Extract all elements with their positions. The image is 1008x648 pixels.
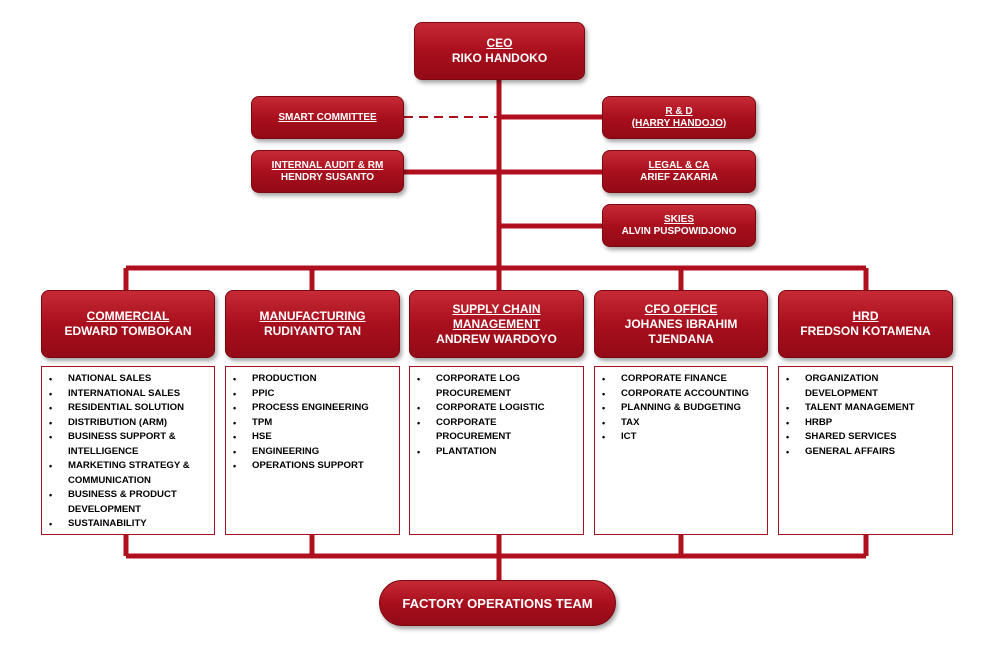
- division-head: ANDREW WARDOYO: [436, 331, 557, 346]
- smart-committee-label: SMART COMMITTEE: [278, 111, 377, 123]
- division-cfo-box: CFO OFFICE JOHANES IBRAHIM TJENDANA: [594, 290, 768, 358]
- list-item: CORPORATE FINANCE: [599, 372, 761, 387]
- legal-box: LEGAL & CA ARIEF ZAKARIA: [602, 150, 756, 193]
- commercial-function-list: NATIONAL SALES INTERNATIONAL SALES RESID…: [41, 366, 215, 535]
- division-manufacturing-box: MANUFACTURING RUDIYANTO TAN: [225, 290, 400, 358]
- list-item: PPIC: [230, 387, 393, 402]
- ceo-name: RIKO HANDOKO: [451, 51, 548, 65]
- smart-committee-box: SMART COMMITTEE: [251, 96, 404, 139]
- rnd-box: R & D (HARRY HANDOJO): [602, 96, 756, 139]
- internal-audit-head: HENDRY SUSANTO: [280, 171, 375, 183]
- list-item: TPM: [230, 416, 393, 431]
- list-item: SHARED SERVICES: [783, 430, 946, 445]
- list-item: DISTRIBUTION (ARM): [46, 416, 208, 431]
- division-head: RUDIYANTO TAN: [263, 324, 362, 338]
- hrd-function-list: ORGANIZATION DEVELOPMENT TALENT MANAGEME…: [778, 366, 953, 535]
- rnd-head: (HARRY HANDOJO): [631, 117, 727, 129]
- division-head: EDWARD TOMBOKAN: [64, 324, 192, 338]
- skies-head: ALVIN PUSPOWIDJONO: [621, 225, 737, 237]
- list-item: ICT: [599, 430, 761, 445]
- list-item: PLANTATION: [414, 445, 577, 460]
- list-item: NATIONAL SALES: [46, 372, 208, 387]
- cfo-function-list: CORPORATE FINANCE CORPORATE ACCOUNTING P…: [594, 366, 768, 535]
- division-title: MANUFACTURING: [259, 309, 366, 323]
- list-item: CORPORATE LOGISTIC: [414, 401, 577, 416]
- internal-audit-box: INTERNAL AUDIT & RM HENDRY SUSANTO: [251, 150, 404, 193]
- list-item: PROCESS ENGINEERING: [230, 401, 393, 416]
- skies-box: SKIES ALVIN PUSPOWIDJONO: [602, 204, 756, 247]
- list-item: RESIDENTIAL SOLUTION: [46, 401, 208, 416]
- list-item: INTERNATIONAL SALES: [46, 387, 208, 402]
- division-title: HRD: [852, 309, 879, 323]
- ceo-title: CEO: [486, 36, 513, 50]
- list-item: HRBP: [783, 416, 946, 431]
- list-item: CORPORATE PROCUREMENT: [414, 416, 577, 445]
- list-item: CORPORATE LOG PROCUREMENT: [414, 372, 577, 401]
- list-item: MARKETING STRATEGY & COMMUNICATION: [46, 459, 208, 488]
- supply-chain-function-list: CORPORATE LOG PROCUREMENT CORPORATE LOGI…: [409, 366, 584, 535]
- ceo-box: CEO RIKO HANDOKO: [414, 22, 585, 80]
- list-item: ORGANIZATION DEVELOPMENT: [783, 372, 946, 401]
- legal-title: LEGAL & CA: [648, 159, 710, 171]
- division-head: FREDSON KOTAMENA: [800, 324, 931, 338]
- list-item: BUSINESS SUPPORT & INTELLIGENCE: [46, 430, 208, 459]
- list-item: SUSTAINABILITY: [46, 517, 208, 532]
- skies-title: SKIES: [663, 213, 694, 225]
- list-item: PLANNING & BUDGETING: [599, 401, 761, 416]
- list-item: BUSINESS & PRODUCT DEVELOPMENT: [46, 488, 208, 517]
- list-item: CORPORATE ACCOUNTING: [599, 387, 761, 402]
- division-title: CFO OFFICE: [644, 301, 718, 316]
- factory-operations-team-box: FACTORY OPERATIONS TEAM: [379, 580, 616, 626]
- list-item: HSE: [230, 430, 393, 445]
- legal-head: ARIEF ZAKARIA: [640, 171, 718, 183]
- list-item: TALENT MANAGEMENT: [783, 401, 946, 416]
- division-commercial-box: COMMERCIAL EDWARD TOMBOKAN: [41, 290, 215, 358]
- internal-audit-title: INTERNAL AUDIT & RM: [271, 159, 384, 171]
- division-head: JOHANES IBRAHIM TJENDANA: [624, 316, 738, 346]
- list-item: TAX: [599, 416, 761, 431]
- rnd-title: R & D: [665, 105, 693, 117]
- division-supply-chain-box: SUPPLY CHAIN MANAGEMENT ANDREW WARDOYO: [409, 290, 584, 358]
- list-item: ENGINEERING: [230, 445, 393, 460]
- factory-operations-team-label: FACTORY OPERATIONS TEAM: [402, 595, 593, 611]
- list-item: GENERAL AFFAIRS: [783, 445, 946, 460]
- division-title: COMMERCIAL: [86, 309, 170, 323]
- division-hrd-box: HRD FREDSON KOTAMENA: [778, 290, 953, 358]
- list-item: PRODUCTION: [230, 372, 393, 387]
- manufacturing-function-list: PRODUCTION PPIC PROCESS ENGINEERING TPM …: [225, 366, 400, 535]
- list-item: OPERATIONS SUPPORT: [230, 459, 393, 474]
- division-title: SUPPLY CHAIN MANAGEMENT: [452, 301, 541, 331]
